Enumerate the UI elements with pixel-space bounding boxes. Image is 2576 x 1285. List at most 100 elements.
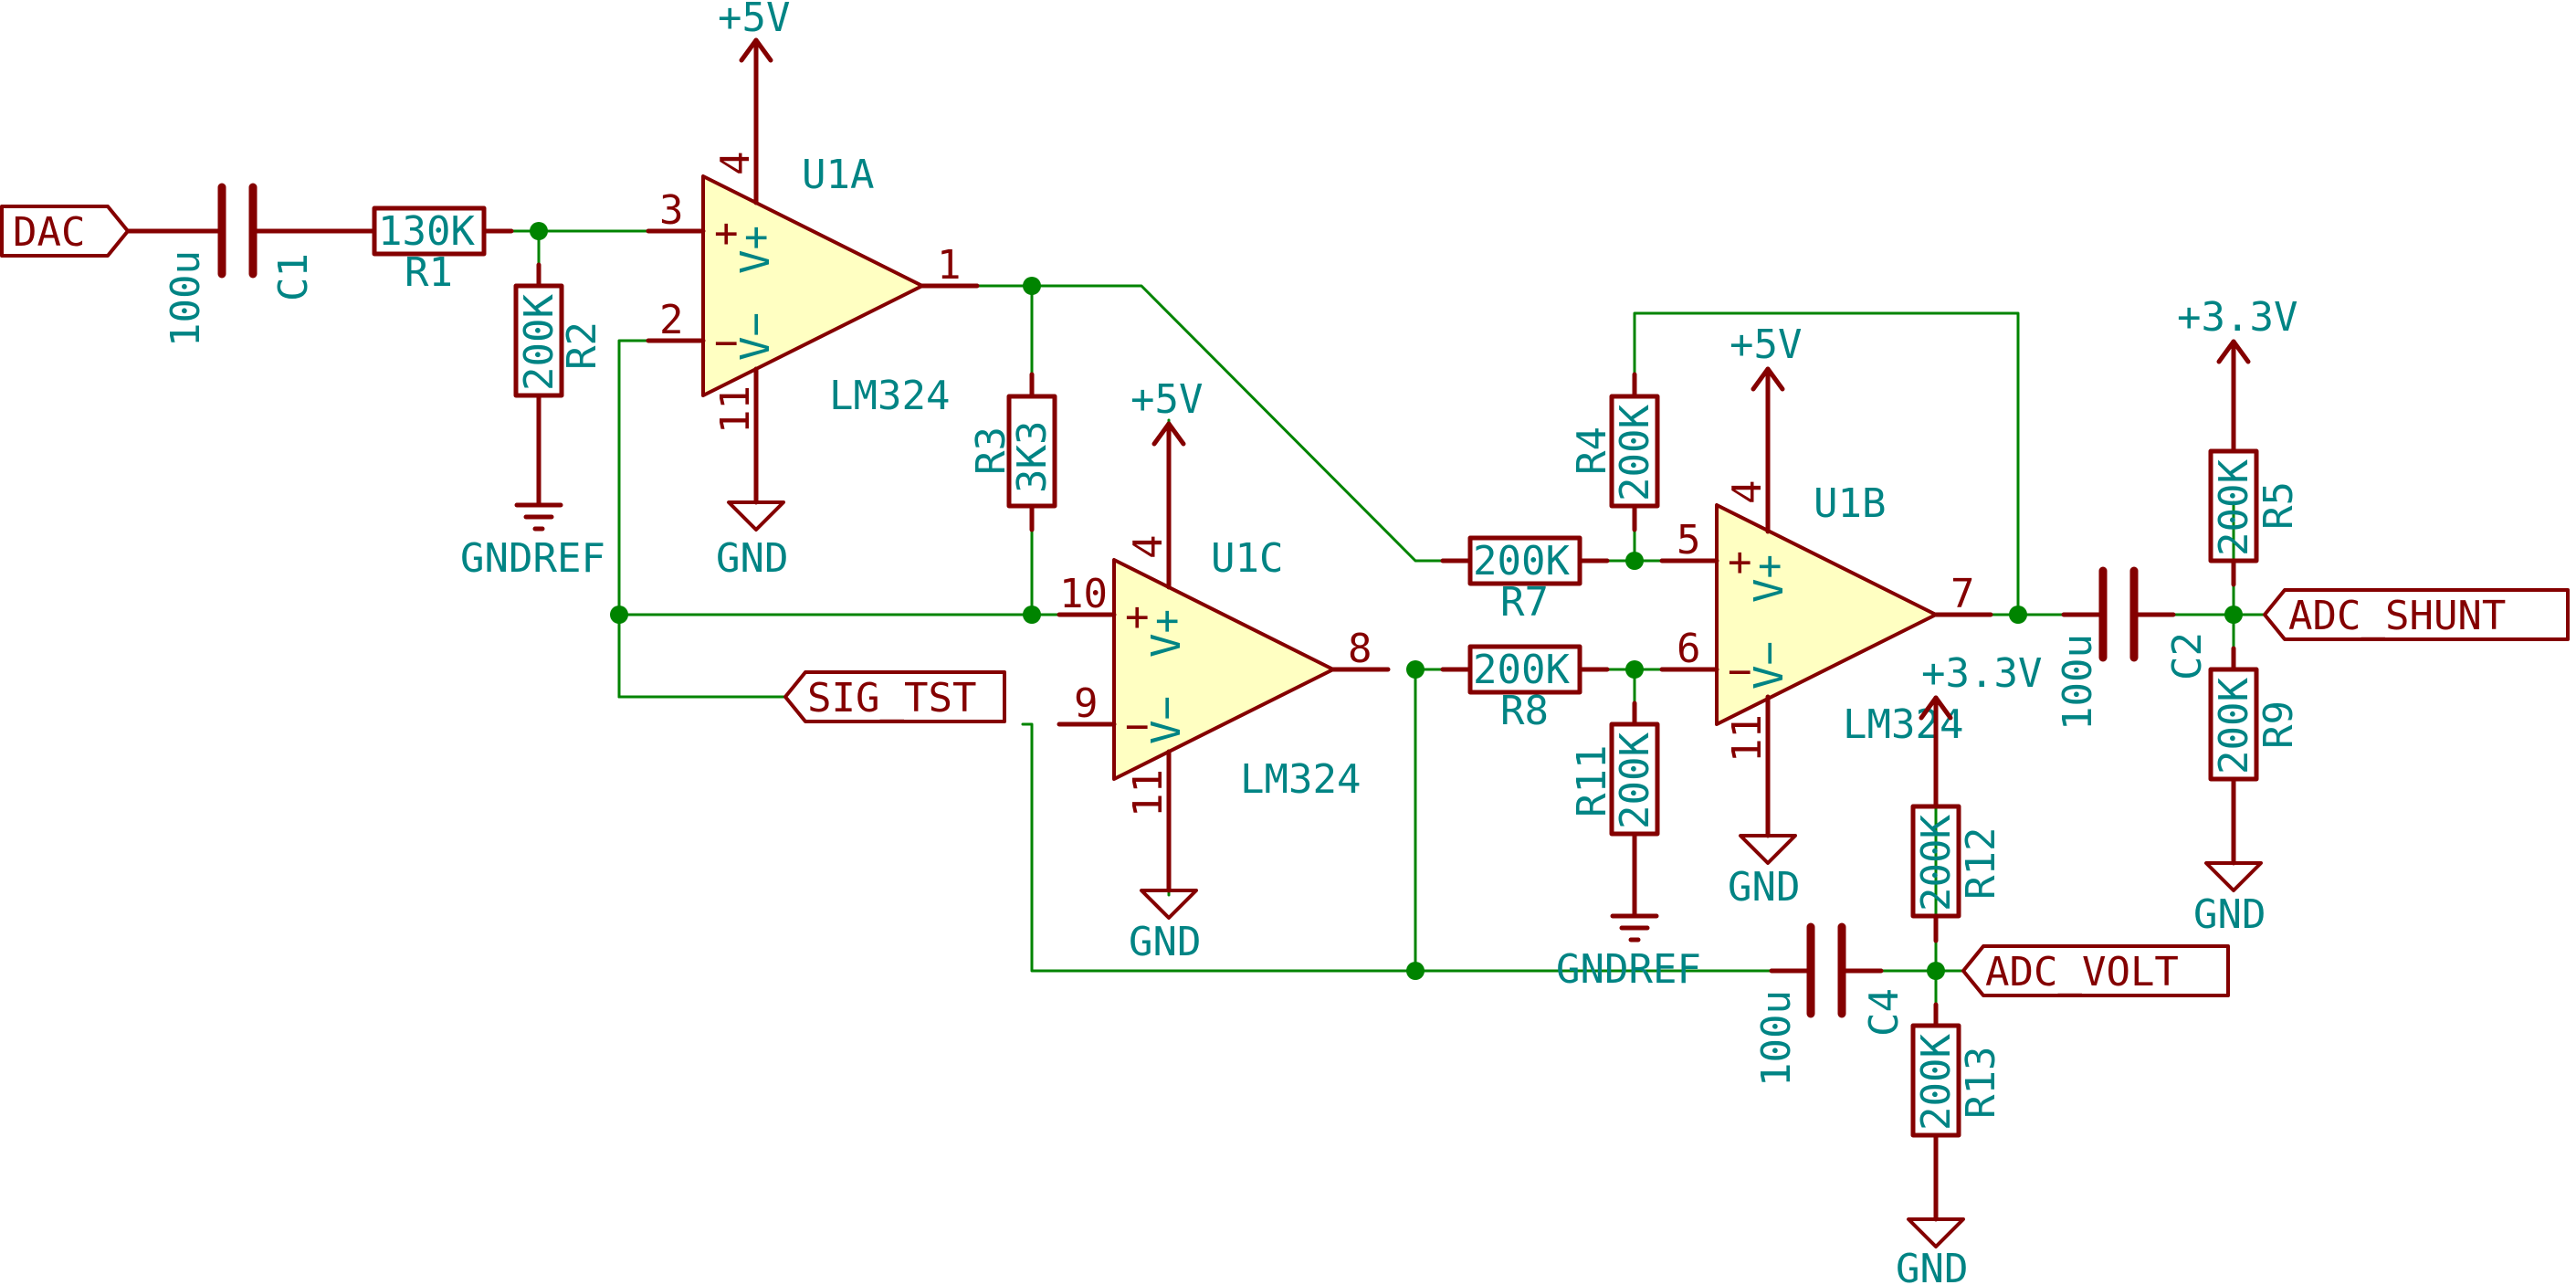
u1a-ref: U1A: [802, 152, 874, 198]
resistor-r13: 200K R13: [1910, 1023, 2004, 1138]
junction-dot: [1625, 552, 1644, 570]
u1b-vminus: V−: [1746, 641, 1793, 690]
c1-ref: C1: [270, 253, 317, 301]
label-adc-shunt-text: ADC_SHUNT: [2288, 593, 2506, 639]
resistor-r12: 200K R12: [1910, 804, 2004, 919]
u1c-vplus: V+: [1143, 609, 1190, 658]
resistor-r5: 200K R5: [2208, 448, 2302, 564]
resistor-r3: 3K3 R3: [968, 394, 1057, 509]
junction-dot: [1406, 962, 1425, 980]
u1c-pin10: 10: [1059, 571, 1108, 617]
resistor-r11: 200K R11: [1569, 721, 1660, 837]
power-3v3-text: +3.3V: [1921, 650, 2042, 697]
r5-value: 200K: [2211, 459, 2257, 556]
gnd-text: GND: [1896, 1246, 1968, 1285]
power-3v3-r5: +3.3V: [2177, 294, 2297, 432]
u1b-pin5: 5: [1677, 517, 1701, 564]
r2-ref: R2: [559, 321, 605, 370]
u1b-ref: U1B: [1814, 480, 1886, 527]
junction-dot: [2009, 606, 2027, 624]
u1a-vminus: V−: [732, 312, 779, 361]
r8-ref: R8: [1500, 688, 1549, 734]
u1b-pin6: 6: [1677, 626, 1701, 672]
u1a-minus-sign: −: [714, 320, 739, 366]
power-5v-text: +5V: [1730, 321, 1802, 368]
junction-dot: [1023, 606, 1041, 624]
r2-value: 200K: [516, 294, 563, 391]
r3-value: 3K3: [1009, 421, 1056, 493]
cap-leads: [125, 228, 2176, 974]
label-dac: DAC: [0, 205, 130, 258]
resistor-r7: 200K R7: [1467, 535, 1582, 626]
capacitor-c2: 100u C2: [2055, 566, 2211, 731]
r4-ref: R4: [1569, 427, 1615, 475]
junction-dot: [530, 222, 548, 240]
power-5v-u1a: +5V: [718, 0, 790, 158]
r4-value: 200K: [1612, 405, 1658, 501]
label-sig-tst: SIG_TST: [783, 670, 1006, 723]
u1a-pin2: 2: [659, 297, 684, 343]
junction-dot: [1927, 962, 1945, 980]
gnd-u1a: GND: [716, 386, 788, 582]
gnd-u1c: GND: [1129, 783, 1201, 965]
power-5v-u1c: +5V: [1130, 376, 1203, 542]
u1a-pin4: 4: [712, 152, 759, 176]
r13-value: 200K: [1913, 1034, 1960, 1131]
u1b-plus-sign: +: [1728, 539, 1752, 585]
power-5v-text: +5V: [718, 0, 790, 41]
label-adc-shunt: ADC_SHUNT: [2263, 588, 2570, 641]
label-adc-volt-text: ADC_VOLT: [1985, 949, 2179, 995]
gndref-text: GNDREF: [460, 535, 605, 582]
label-adc-volt: ADC_VOLT: [1961, 944, 2230, 997]
u1a-vplus: V+: [732, 226, 779, 274]
r8-value: 200K: [1473, 647, 1570, 693]
u1b-pin7: 7: [1950, 571, 1975, 617]
c4-ref: C4: [1861, 988, 1908, 1037]
c2-value: 100u: [2055, 634, 2101, 731]
c1-value: 100u: [163, 250, 209, 347]
gndref-text: GNDREF: [1556, 946, 1701, 993]
r7-value: 200K: [1473, 538, 1570, 585]
c2-ref: C2: [2164, 632, 2211, 680]
u1a-value: LM324: [829, 373, 950, 419]
junctions: [530, 222, 2243, 980]
capacitor-c1: 100u C1: [163, 183, 317, 347]
junction-dot: [2224, 606, 2243, 624]
u1a-pin3: 3: [659, 187, 684, 234]
junction-dot: [1406, 660, 1425, 679]
power-3v3-r12: +3.3V: [1919, 650, 2042, 788]
label-sig-tst-text: SIG_TST: [807, 675, 976, 721]
c4-value: 100u: [1753, 990, 1800, 1087]
power-3v3-text: +3.3V: [2177, 294, 2297, 341]
u1b-pin4: 4: [1724, 480, 1771, 505]
gndref-r11: GNDREF: [1556, 856, 1701, 993]
gndref-r2: GNDREF: [460, 417, 605, 582]
u1c-pin8: 8: [1348, 626, 1372, 672]
gnd-u1b: GND: [1728, 728, 1800, 911]
u1c-plus-sign: +: [1125, 594, 1150, 640]
r11-ref: R11: [1569, 745, 1615, 817]
u1b-vplus: V+: [1746, 554, 1793, 603]
u1c-pin11: 11: [1125, 769, 1172, 817]
r7-ref: R7: [1500, 579, 1549, 626]
resistor-r8: 200K R8: [1467, 644, 1582, 734]
u1c-ref: U1C: [1211, 535, 1283, 582]
power-5v-u1b: +5V: [1730, 321, 1802, 487]
r5-ref: R5: [2255, 481, 2302, 530]
junction-dot: [1023, 277, 1041, 295]
label-dac-text: DAC: [13, 209, 85, 256]
junction-dot: [1625, 660, 1644, 679]
u1b-minus-sign: −: [1728, 648, 1752, 695]
u1a-pin1: 1: [937, 242, 962, 289]
power-5v-text: +5V: [1130, 376, 1203, 423]
gnd-text: GND: [1728, 864, 1800, 911]
gnd-text: GND: [716, 535, 788, 582]
gnd-r9: GND: [2193, 801, 2266, 938]
resistor-r2: 200K R2: [513, 283, 605, 398]
u1c-vminus: V−: [1143, 696, 1190, 744]
u1a-pin11: 11: [712, 385, 759, 434]
opamp-u1b: + − V+ V− 5 6 7 4 11 U1B LM324: [1659, 480, 1993, 763]
r1-ref: R1: [405, 249, 453, 296]
opamp-u1a: + − V+ V− 3 2 1 4 11 U1A LM324: [646, 152, 980, 434]
junction-dot: [610, 606, 628, 624]
